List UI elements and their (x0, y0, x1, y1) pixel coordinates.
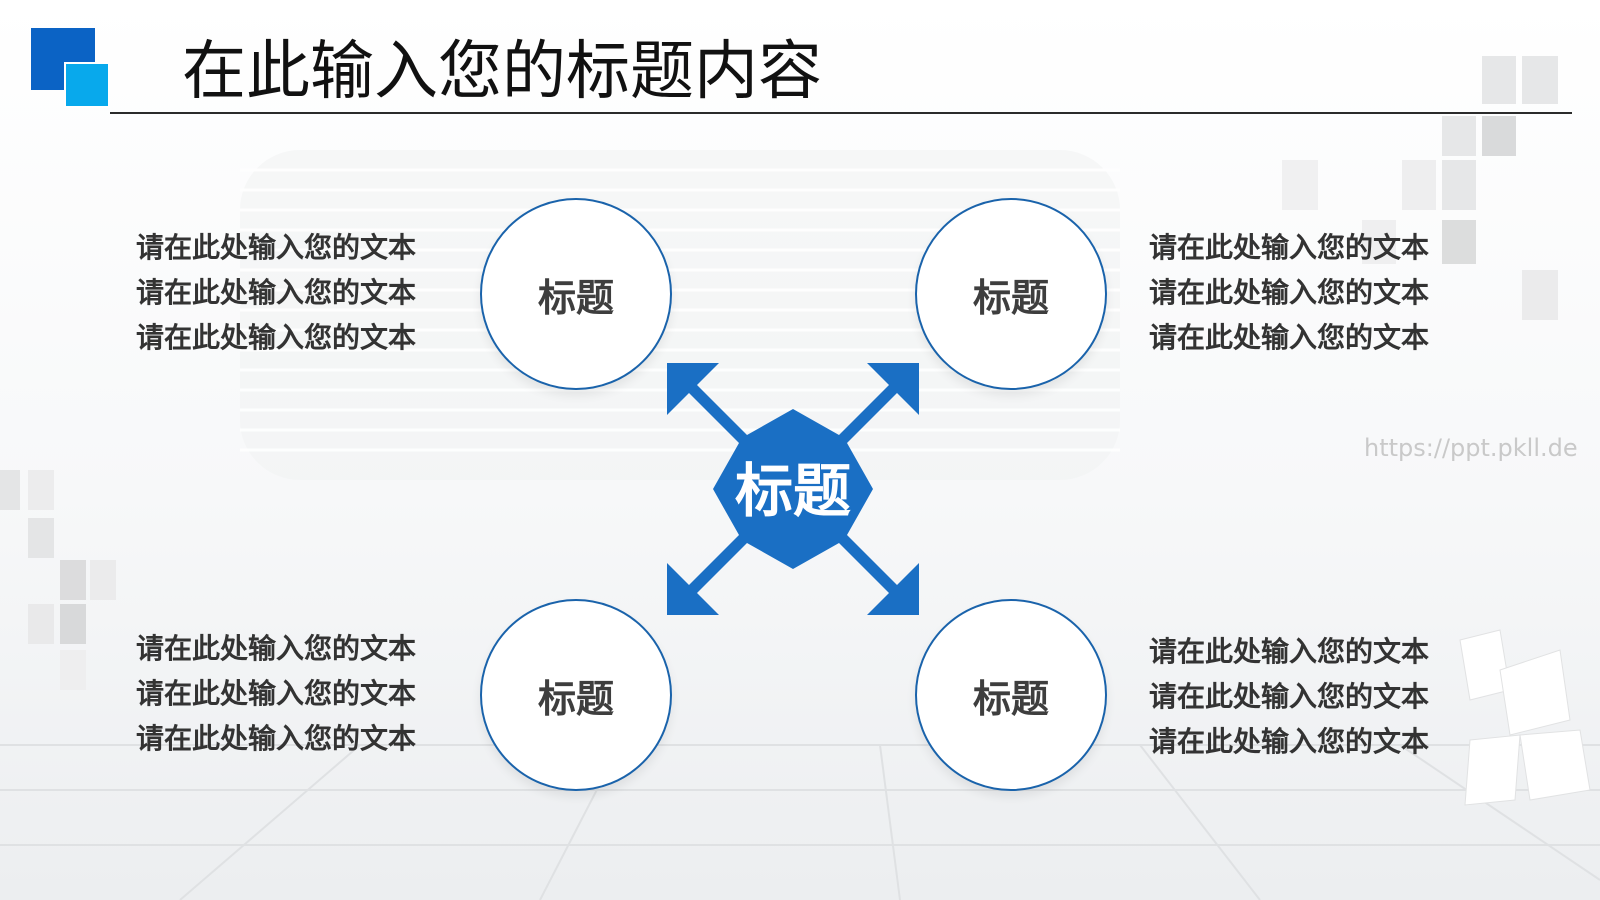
watermark-text: https://ppt.pkll.de (1364, 434, 1578, 462)
text-line: 请在此处输入您的文本 (136, 321, 417, 354)
text-line: 请在此处输入您的文本 (1149, 231, 1430, 264)
circle-bottom-left: 标题 (480, 599, 672, 791)
text-line: 请在此处输入您的文本 (1149, 680, 1430, 713)
text-block-bottom-left: 请在此处输入您的文本 请在此处输入您的文本 请在此处输入您的文本 (136, 626, 446, 761)
title-divider (110, 112, 1572, 114)
circle-label: 标题 (972, 275, 1049, 320)
logo-square-light (64, 62, 110, 108)
text-block-top-left: 请在此处输入您的文本 请在此处输入您的文本 请在此处输入您的文本 (136, 225, 446, 360)
text-line: 请在此处输入您的文本 (136, 276, 417, 309)
text-line: 请在此处输入您的文本 (1149, 276, 1430, 309)
circle-label: 标题 (537, 275, 614, 320)
text-line: 请在此处输入您的文本 (1149, 321, 1430, 354)
circle-bottom-right: 标题 (915, 599, 1107, 791)
circle-top-left: 标题 (480, 198, 672, 390)
circle-label: 标题 (972, 676, 1049, 721)
text-line: 请在此处输入您的文本 (136, 231, 417, 264)
center-label: 标题 (734, 457, 851, 525)
slide-title: 在此输入您的标题内容 (182, 35, 822, 109)
text-line: 请在此处输入您的文本 (136, 722, 417, 755)
text-line: 请在此处输入您的文本 (136, 677, 417, 710)
text-line: 请在此处输入您的文本 (136, 632, 417, 665)
text-line: 请在此处输入您的文本 (1149, 635, 1430, 668)
text-block-top-right: 请在此处输入您的文本 请在此处输入您的文本 请在此处输入您的文本 (1149, 225, 1459, 360)
text-block-bottom-right: 请在此处输入您的文本 请在此处输入您的文本 请在此处输入您的文本 (1149, 629, 1459, 764)
circle-top-right: 标题 (915, 198, 1107, 390)
text-line: 请在此处输入您的文本 (1149, 725, 1430, 758)
four-arrow-shape (667, 363, 919, 615)
circle-label: 标题 (537, 676, 614, 721)
